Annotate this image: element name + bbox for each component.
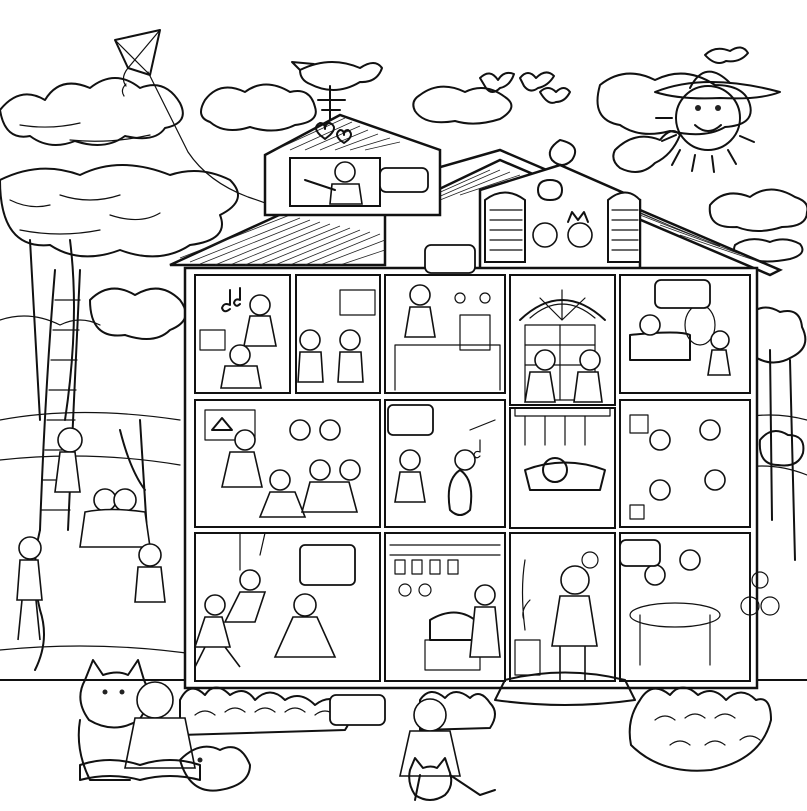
speech-bubble-icon xyxy=(387,404,434,436)
speech-bubble-icon xyxy=(329,694,386,726)
speech-bubble-icon xyxy=(424,244,476,274)
room-contents xyxy=(193,244,780,706)
speech-bubble-icon xyxy=(299,544,356,586)
child-with-cat-front xyxy=(399,698,496,801)
sun-icon xyxy=(654,70,781,173)
speech-bubble-icon xyxy=(379,167,429,193)
dog-icon xyxy=(179,745,251,792)
speech-bubble-icon xyxy=(654,279,711,309)
rope-ladder xyxy=(34,269,81,671)
bushes xyxy=(179,686,772,772)
cat-icon xyxy=(408,757,453,801)
clouds xyxy=(0,72,807,263)
music-note-icon xyxy=(221,287,241,313)
children-outside xyxy=(16,427,166,641)
room-bedroom xyxy=(384,274,506,394)
children-reading xyxy=(79,681,251,792)
room-playroom xyxy=(619,399,751,528)
cat-icon xyxy=(77,659,149,781)
bird-icon xyxy=(479,46,749,173)
speech-bubble-icon xyxy=(619,539,661,567)
weathervane-icon xyxy=(291,60,383,126)
